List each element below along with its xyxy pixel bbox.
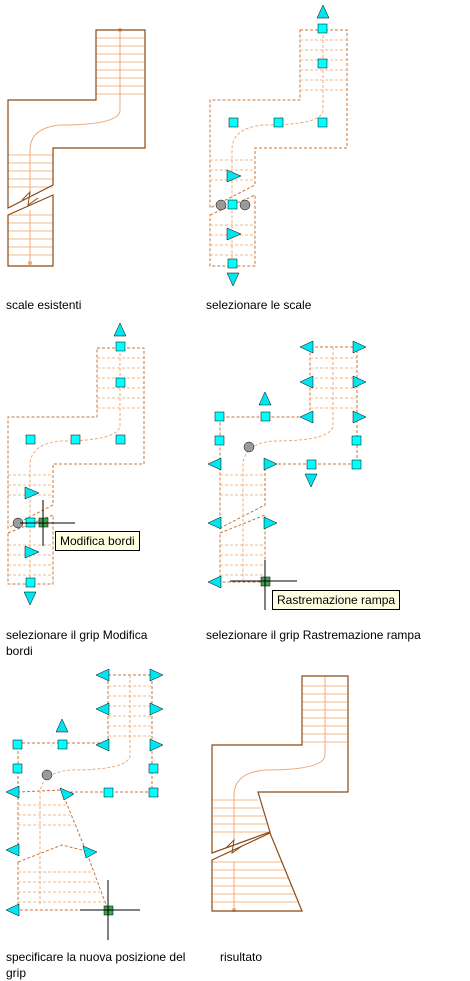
caption-line: selezionare il grip Modifica	[6, 628, 148, 642]
caption-new-grip-position: specificare la nuova posizione del grip	[6, 949, 185, 981]
caption-select-edit-edges-grip: selezionare il grip Modifica bordi	[6, 627, 147, 659]
panel-select-stairs	[209, 4, 348, 287]
panel-edit-edges	[7, 322, 145, 606]
caption-line: specificare la nuova posizione del	[6, 950, 186, 964]
caption-line: bordi	[6, 644, 33, 658]
caption-select-stairs: selezionare le scale	[206, 298, 312, 312]
caption-result: risultato	[220, 950, 263, 964]
panel-existing-stairs	[7, 28, 146, 267]
panel-taper-ramp	[207, 340, 367, 610]
caption-existing-stairs: scale esistenti	[6, 298, 82, 312]
caption-line: grip	[6, 966, 27, 980]
panel-result	[211, 675, 349, 912]
tooltip-edit-edges: Modifica bordi	[55, 531, 140, 551]
caption-select-taper-grip: selezionare il grip Rastremazione rampa	[206, 628, 421, 642]
panel-new-grip-position	[5, 668, 164, 940]
tooltip-taper-ramp: Rastremazione rampa	[272, 590, 401, 610]
